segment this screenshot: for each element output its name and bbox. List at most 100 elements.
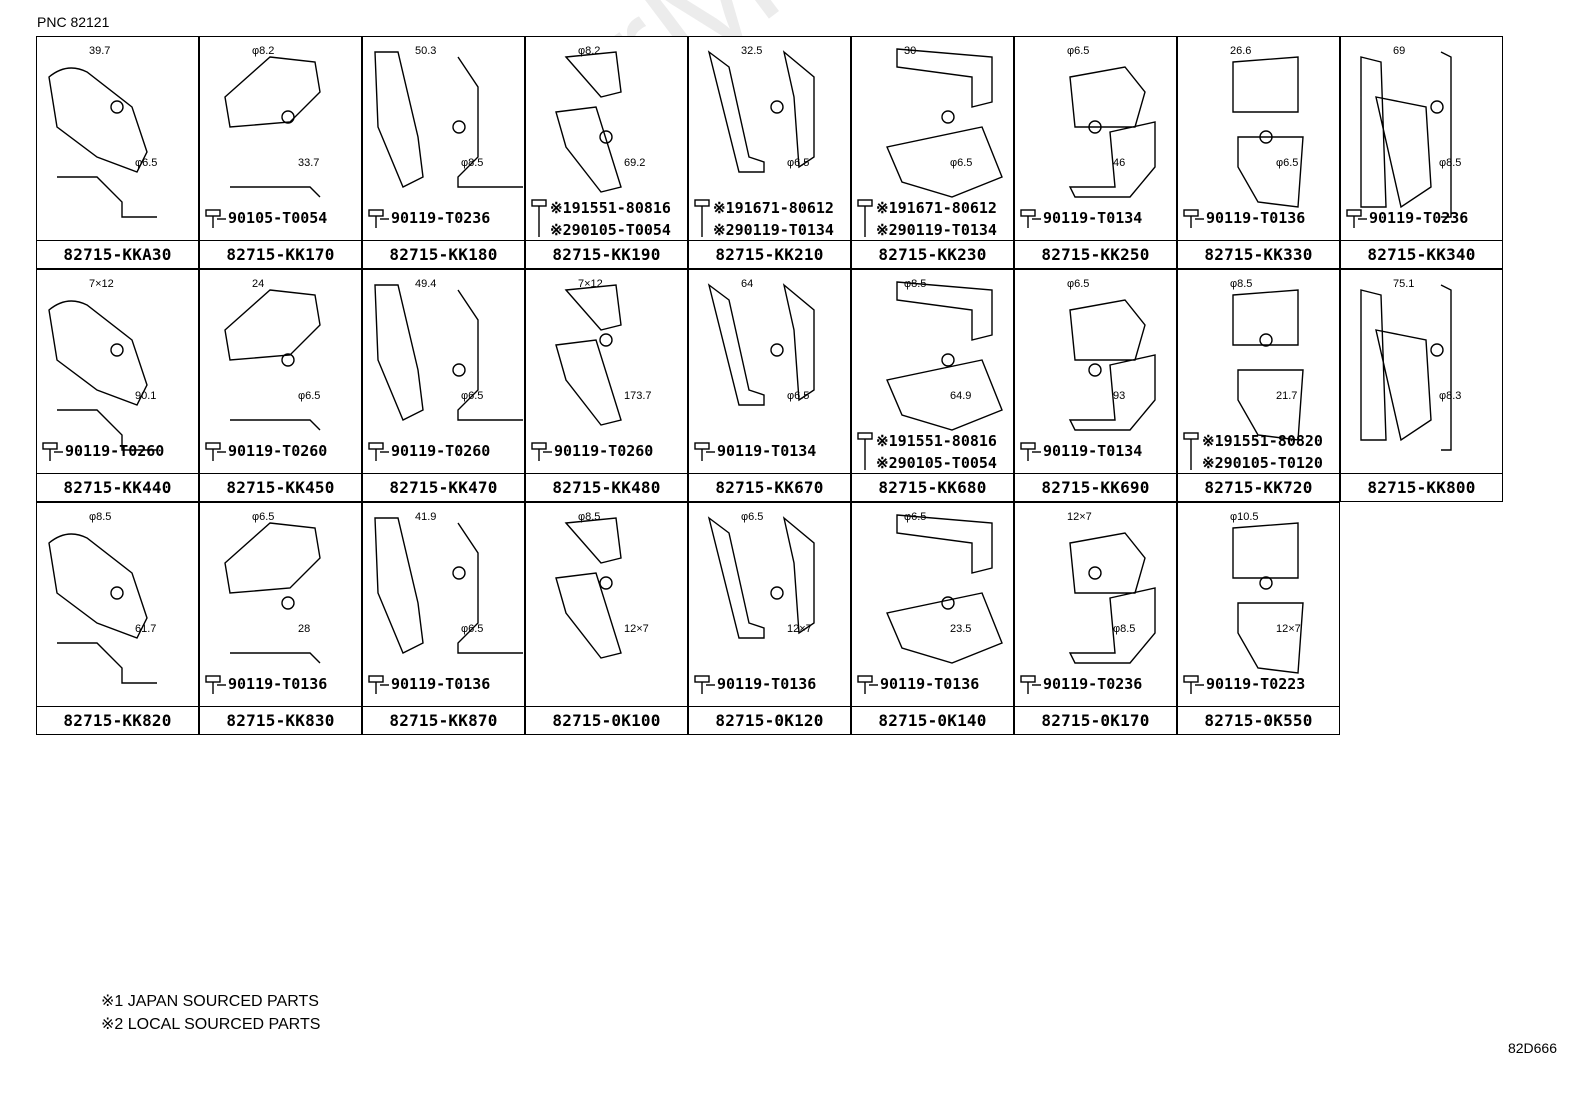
- dimension-label: φ8.5: [461, 157, 484, 169]
- bracket-outline: [707, 516, 815, 639]
- dimension-label: 46: [1113, 157, 1126, 169]
- bracket-sketch: [555, 284, 622, 426]
- part-number: 82715-KK340: [1341, 240, 1502, 268]
- dimension-label: 7×12: [578, 278, 603, 290]
- bolt-icon: [531, 199, 547, 237]
- dimension-label: 32.5: [741, 45, 763, 57]
- mounting-hole: [452, 566, 466, 580]
- mounting-hole: [452, 363, 466, 377]
- part-number: 82715-KK250: [1015, 240, 1176, 268]
- mounting-hole: [941, 353, 955, 367]
- footnotes: ※1 JAPAN SOURCED PARTS ※2 LOCAL SOURCED …: [101, 990, 320, 1036]
- mounting-hole: [110, 343, 124, 357]
- bracket-outline: [1232, 522, 1304, 674]
- bolt-part-number: ※290105-T0120: [1202, 454, 1323, 472]
- mounting-hole: [281, 110, 295, 124]
- bracket-outline: [1068, 66, 1156, 198]
- bracket-sketch: [886, 514, 1003, 664]
- dimension-label: 64.9: [950, 390, 972, 402]
- bolt-reference: ※191671-80612: [856, 199, 1014, 237]
- bolt-icon: [42, 442, 63, 461]
- dimension-label: φ6.5: [1067, 278, 1090, 290]
- bolt-part-number: 90119-T0136: [1206, 209, 1306, 227]
- bolt-reference: ※191671-80612: [693, 199, 851, 237]
- bracket-outline: [224, 56, 321, 198]
- bolt-reference: 90119-T0260: [367, 442, 525, 462]
- bolt-reference: 90119-T0136: [204, 675, 362, 695]
- bracket-outline: [48, 300, 157, 451]
- bolt-reference: 90119-T0136: [1182, 209, 1340, 229]
- pnc-label: PNC 82121: [37, 14, 110, 30]
- bolt-part-number: ※191671-80612: [713, 199, 834, 217]
- bolt-part-number: 90119-T0260: [65, 442, 165, 460]
- bolt-reference: ※290119-T0134: [856, 221, 1014, 241]
- bracket-outline: [1360, 284, 1452, 451]
- bolt-part-number: ※290105-T0054: [550, 221, 671, 239]
- bolt-reference: 90105-T0054: [204, 209, 362, 229]
- bracket-outline: [555, 517, 622, 659]
- bolt-part-number: ※191671-80612: [876, 199, 997, 217]
- bolt-part-number: 90119-T0260: [554, 442, 654, 460]
- bolt-reference: 90119-T0236: [1019, 675, 1177, 695]
- bolt-reference: 90119-T0136: [693, 675, 851, 695]
- dimension-label: φ8.5: [89, 511, 112, 523]
- part-drawing: φ10.5 12×7: [1178, 503, 1339, 706]
- bolt-part-number: 90119-T0236: [1043, 675, 1143, 693]
- bracket-outline: [48, 533, 157, 684]
- dimension-label: 23.5: [950, 623, 972, 635]
- bracket-sketch: [224, 289, 321, 431]
- part-number: 82715-0K140: [852, 706, 1013, 734]
- bolt-icon: [1183, 432, 1199, 470]
- mounting-hole: [1088, 566, 1102, 580]
- dimension-label: φ6.5: [461, 390, 484, 402]
- bolt-part-number: 90119-T0134: [717, 442, 817, 460]
- bolt-part-number: ※191551-80816: [876, 432, 997, 450]
- dimension-label: 28: [298, 623, 311, 635]
- dimension-label: φ10.5: [1230, 511, 1259, 523]
- dimension-label: φ6.5: [1276, 157, 1299, 169]
- bolt-icon: [857, 675, 878, 694]
- dimension-label: 173.7: [624, 390, 652, 402]
- bracket-sketch: [886, 281, 1003, 431]
- part-number: 82715-0K170: [1015, 706, 1176, 734]
- dimension-label: 21.7: [1276, 390, 1298, 402]
- mounting-hole: [1259, 130, 1273, 144]
- bracket-outline: [1068, 299, 1156, 431]
- bolt-icon: [694, 675, 715, 694]
- bolt-icon: [857, 199, 873, 237]
- bracket-outline: [1068, 532, 1156, 664]
- dimension-label: 69.2: [624, 157, 646, 169]
- bolt-icon: [694, 199, 710, 237]
- part-drawing: 26.6 φ6.5: [1178, 37, 1339, 240]
- note-local: ※2 LOCAL SOURCED PARTS: [101, 1016, 321, 1033]
- bolt-reference: 90119-T0136: [367, 675, 525, 695]
- dimension-label: φ8.5: [1230, 278, 1253, 290]
- bracket-sketch: [707, 283, 815, 406]
- bracket-outline: [555, 284, 622, 426]
- bolt-part-number: ※191551-80816: [550, 199, 671, 217]
- dimension-label: 12×7: [1276, 623, 1301, 635]
- dimension-label: 26.6: [1230, 45, 1252, 57]
- bolt-part-number: 90119-T0236: [391, 209, 491, 227]
- bracket-sketch: [48, 67, 157, 218]
- bolt-reference: 90119-T0134: [693, 442, 851, 462]
